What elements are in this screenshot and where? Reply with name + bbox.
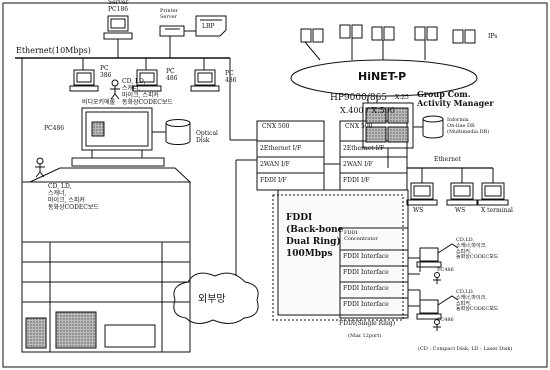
peripherals-right-2-label: CD,LD, 스캐너,마이크, 스피커, 동화상CODEC보드 bbox=[456, 290, 498, 313]
printer-server-icon bbox=[160, 26, 184, 36]
ws2-label: WS bbox=[455, 208, 465, 214]
printer-server-label: Printer Server bbox=[160, 9, 178, 21]
server-pc-label: Server PC186 bbox=[108, 0, 128, 14]
peripherals-left-label: CD, LD, 스캐너, 마이크, 스피커 동화상CODEC보드 bbox=[48, 184, 99, 212]
pc386-label: PC 386 bbox=[100, 66, 111, 80]
external-network-label: 외부망 bbox=[198, 295, 226, 305]
xterminal-icon bbox=[478, 183, 508, 205]
informix-db-icon bbox=[423, 116, 443, 138]
x400-label: X.400 / X.500 bbox=[340, 107, 395, 115]
peripherals-top-label: CD, LD, 스캐너, 마이크, 스피커 동화상CODEC보드 bbox=[122, 79, 173, 107]
hinet-p-label: HiNET-P bbox=[358, 71, 406, 82]
xterminal-label: X terminal bbox=[481, 208, 513, 214]
ip-node-icon bbox=[453, 30, 475, 43]
video-kiosk-icon bbox=[72, 108, 164, 166]
fddi-if-left-label: FDDI I/F bbox=[260, 178, 287, 184]
max-port-label: (Max 12port) bbox=[348, 334, 381, 339]
pc486-main-label: PC486 bbox=[44, 126, 64, 132]
eth-if-left-label: 2Ethernet I/F bbox=[260, 146, 301, 152]
fddi-ring-label: FDDI (Back-bone Dual Ring) 100Mbps bbox=[286, 212, 343, 261]
server-pc-icon bbox=[104, 16, 132, 39]
fddi-if-right-label: FDDI I/F bbox=[343, 178, 370, 184]
ws1-label: WS bbox=[413, 208, 423, 214]
hp9000-label: HP9000/865 bbox=[330, 94, 387, 103]
group-manager-label: Group Com. Activity Manager bbox=[417, 90, 494, 108]
person-icon bbox=[433, 273, 441, 285]
cnx-left-label: CNX 500 bbox=[262, 124, 289, 130]
person-icon bbox=[110, 80, 120, 99]
wan-if-right-label: 2WAN I/F bbox=[343, 162, 373, 168]
fddi-concentrator-label: FDDI Concentrator bbox=[344, 231, 378, 243]
wan-if-left-label: 2WAN I/F bbox=[260, 162, 290, 168]
footnote-label: (CD : Compact Disk, LD : Laser Disk) bbox=[418, 347, 512, 352]
eth-if-right-label: 2Ethernet I/F bbox=[343, 146, 384, 152]
cnx-right-label: CNX 500 bbox=[345, 124, 372, 130]
optical-disk-icon bbox=[166, 120, 190, 145]
fddi-interface-1-label: FDDI Interface bbox=[343, 254, 389, 260]
ip-node-icon bbox=[301, 29, 323, 60]
video-kiosk-label: 비디오키에롤 bbox=[82, 100, 115, 106]
pc486-right-2-icon bbox=[417, 290, 441, 319]
peripherals-right-1-label: CD,LD, 스캐너,마이크, 스피커, 동화상CODEC보드 bbox=[456, 238, 498, 261]
lbp-label: LBP bbox=[202, 24, 214, 30]
ip-node-icon bbox=[415, 27, 437, 60]
person-icon bbox=[35, 158, 45, 177]
fddi-interface-2-label: FDDI Interface bbox=[343, 270, 389, 276]
ethernet-right-label: Ethernet bbox=[434, 157, 461, 163]
optical-disk-label: Optical Disk bbox=[196, 131, 218, 145]
ws-icon bbox=[407, 183, 437, 205]
ip-node-icon bbox=[340, 25, 362, 60]
pc486-b-icon bbox=[191, 58, 219, 91]
ethernet-left-label: Ethernet(10Mbps) bbox=[16, 47, 91, 55]
x25-label: X.25 bbox=[395, 95, 409, 101]
fddi-interface-3-label: FDDI Interface bbox=[343, 286, 389, 292]
single-ring-label: FDDI(Single Ring) bbox=[339, 321, 395, 327]
informix-label: Informix On-line DB (Multimedia DB) bbox=[447, 118, 489, 135]
ips-label: IPs bbox=[488, 34, 497, 40]
pc486-b-label: PC 486 bbox=[225, 71, 236, 85]
ip-node-icon bbox=[372, 27, 394, 60]
fddi-interface-4-label: FDDI Interface bbox=[343, 302, 389, 308]
ws-icon bbox=[447, 183, 477, 205]
pc386-icon bbox=[70, 58, 98, 91]
pc486-right-1-label: PC486 bbox=[437, 268, 454, 273]
pc486-right-2-label: PC486 bbox=[437, 318, 454, 323]
